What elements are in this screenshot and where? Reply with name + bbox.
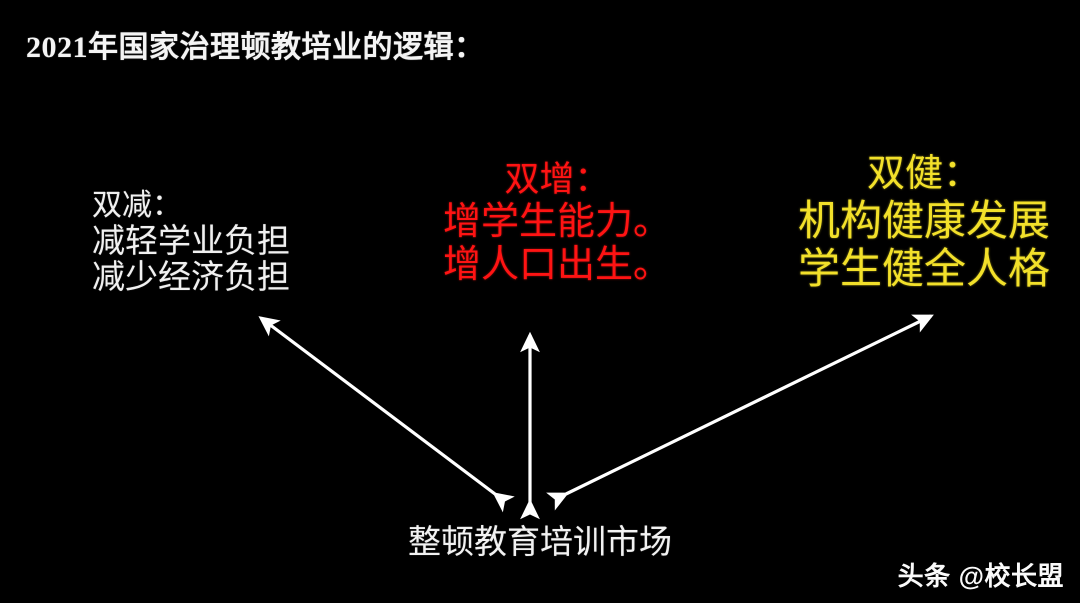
- block-right-line-1: 机构健康发展: [797, 199, 1051, 245]
- watermark: 头条@校长盟: [898, 561, 1064, 591]
- concept-block-shuangjiankang: 双健： 机构健康发展 学生健全人格: [798, 150, 1050, 294]
- block-middle-line-2: 增人口出生。: [442, 244, 672, 286]
- block-left-line-1: 减轻学业负担: [92, 224, 290, 260]
- bottom-node-label: 整顿教育培训市场: [408, 525, 672, 561]
- block-left-line-2: 减少经济负担: [92, 260, 290, 296]
- watermark-handle: @校长盟: [958, 561, 1064, 591]
- block-right-line-2: 学生健全人格: [797, 247, 1051, 293]
- arrow-bottom-to-right: [546, 314, 934, 511]
- block-right-heading: 双健：: [866, 153, 982, 195]
- block-middle-heading: 双增：: [504, 160, 610, 199]
- arrow-bottom-to-left: [258, 316, 515, 513]
- concept-block-shuangjian: 双减： 减轻学业负担 减少经济负担: [92, 188, 290, 296]
- page-title: 2021年国家治理顿教培业的逻辑：: [26, 31, 485, 64]
- concept-block-shuangzeng: 双增： 增学生能力。 增人口出生。: [443, 158, 671, 287]
- block-left-heading: 双减：: [92, 189, 182, 222]
- block-middle-line-1: 增学生能力。: [442, 201, 672, 243]
- watermark-brand: 头条: [897, 561, 951, 591]
